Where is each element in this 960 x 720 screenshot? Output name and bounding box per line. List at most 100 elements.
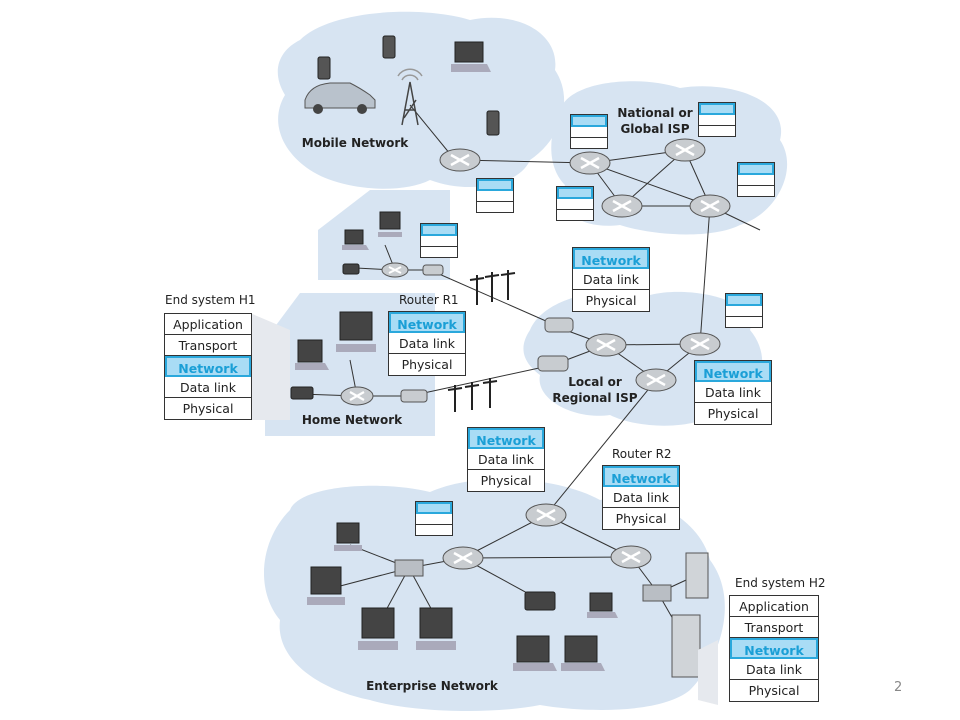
stack-layer-application: Application (730, 596, 818, 617)
wireless-ap-icon (290, 386, 314, 400)
router-icon (610, 545, 652, 569)
laptop-icon (451, 41, 491, 72)
router-r2-stack: Network Data link Physical (602, 465, 680, 530)
stack-layer-network: Network (389, 312, 465, 333)
wireless-ap-icon (524, 591, 556, 611)
h2-callout (698, 640, 718, 705)
h1-callout (250, 313, 290, 420)
router-r2-icon (525, 503, 567, 527)
router-r1-label: Router R1 (399, 293, 459, 307)
blank-stack (476, 178, 514, 213)
blank-stack (698, 102, 736, 137)
stack-layer-physical: Physical (615, 511, 667, 526)
blank-stack (737, 162, 775, 197)
phone-icon (317, 56, 331, 80)
enterprise-network-label: Enterprise Network (366, 679, 498, 693)
blank-stack (556, 186, 594, 221)
desktop-icon (336, 311, 376, 352)
phone-icon (486, 110, 500, 136)
laptop-icon (561, 635, 605, 671)
router-icon (601, 194, 643, 218)
wireless-ap-icon (342, 263, 360, 275)
utility-poles (447, 270, 516, 412)
modem-icon (422, 264, 444, 276)
end-system-h2-label: End system H2 (735, 576, 826, 590)
router-icon (679, 332, 721, 356)
stack-layer-data-link: Data link (603, 487, 679, 508)
stack-layer-network: Network (573, 248, 649, 269)
server-icon (685, 552, 709, 599)
router-icon (569, 151, 611, 175)
router-icon (442, 546, 484, 570)
laptop-icon (342, 229, 369, 250)
router-r1-icon (340, 386, 374, 406)
national-isp-label-line1: National or (617, 106, 693, 120)
router-icon (439, 148, 481, 172)
router-icons (340, 138, 731, 570)
end-system-h1-label: End system H1 (165, 293, 256, 307)
stack-layer-transport: Transport (730, 617, 818, 638)
stack-layer-physical: Physical (480, 473, 532, 488)
stack-layer-data-link: Data link (573, 269, 649, 290)
stack-layer-transport: Transport (165, 335, 251, 356)
laptop-icon (295, 339, 329, 370)
stack-layer-network: Network (603, 466, 679, 487)
blank-stack (725, 293, 763, 328)
router-r1-stack: Network Data link Physical (388, 311, 466, 376)
stack-layer-network: Network (730, 638, 818, 659)
router-stack-local-isp: Network Data link Physical (694, 360, 772, 425)
blank-stack (420, 223, 458, 258)
enterprise-network-cloud (263, 478, 725, 712)
end-system-h1-stack: Application Transport Network Data link … (164, 313, 252, 420)
server-icon (671, 614, 701, 678)
router-icon (689, 194, 731, 218)
phone-icon (382, 35, 396, 59)
stack-layer-physical: Physical (585, 293, 637, 308)
stack-layer-data-link: Data link (165, 377, 251, 398)
blank-stack (570, 114, 608, 149)
stack-layer-network: Network (468, 428, 544, 449)
laptop-icon (587, 592, 618, 618)
mobile-network-cloud (277, 11, 565, 189)
modem-icon (400, 389, 428, 403)
laptop-icon (513, 635, 557, 671)
router-icon (664, 138, 706, 162)
router-icon (635, 368, 677, 392)
stack-layer-physical: Physical (748, 683, 800, 698)
phone-icons (317, 35, 500, 136)
stack-layer-physical: Physical (401, 357, 453, 372)
stack-layer-data-link: Data link (389, 333, 465, 354)
mobile-network-label: Mobile Network (301, 136, 409, 150)
laptop-icons (295, 41, 618, 671)
desktop-icon (378, 211, 402, 237)
router-stack-upper: Network Data link Physical (572, 247, 650, 312)
desktop-icon (307, 566, 345, 605)
desktop-icons (307, 211, 456, 650)
page-number: 2 (894, 680, 903, 695)
national-isp-label-line2: Global ISP (620, 122, 690, 136)
switch-icons (290, 263, 672, 611)
desktop-icon (334, 522, 362, 551)
modem-icon (537, 355, 569, 372)
home-network-label: Home Network (301, 413, 403, 427)
stack-layer-data-link: Data link (730, 659, 818, 680)
desktop-icon (358, 607, 398, 650)
cell-tower-icon (397, 68, 423, 126)
desktop-icon (416, 607, 456, 650)
stack-layer-application: Application (165, 314, 251, 335)
local-isp-label-line1: Local or (568, 375, 622, 389)
switch-icon (394, 559, 424, 577)
blank-stack (415, 501, 453, 536)
end-system-h2-stack: Application Transport Network Data link … (729, 595, 819, 702)
stack-layer-network: Network (165, 356, 251, 377)
switch-icon (642, 584, 672, 602)
modem-icon (544, 317, 574, 333)
stack-layer-physical: Physical (707, 406, 759, 421)
stack-layer-data-link: Data link (468, 449, 544, 470)
router-stack-middle: Network Data link Physical (467, 427, 545, 492)
stack-layer-data-link: Data link (695, 382, 771, 403)
server-icons (671, 552, 709, 678)
stack-layer-physical: Physical (182, 401, 234, 416)
local-isp-label-line2: Regional ISP (552, 391, 638, 405)
